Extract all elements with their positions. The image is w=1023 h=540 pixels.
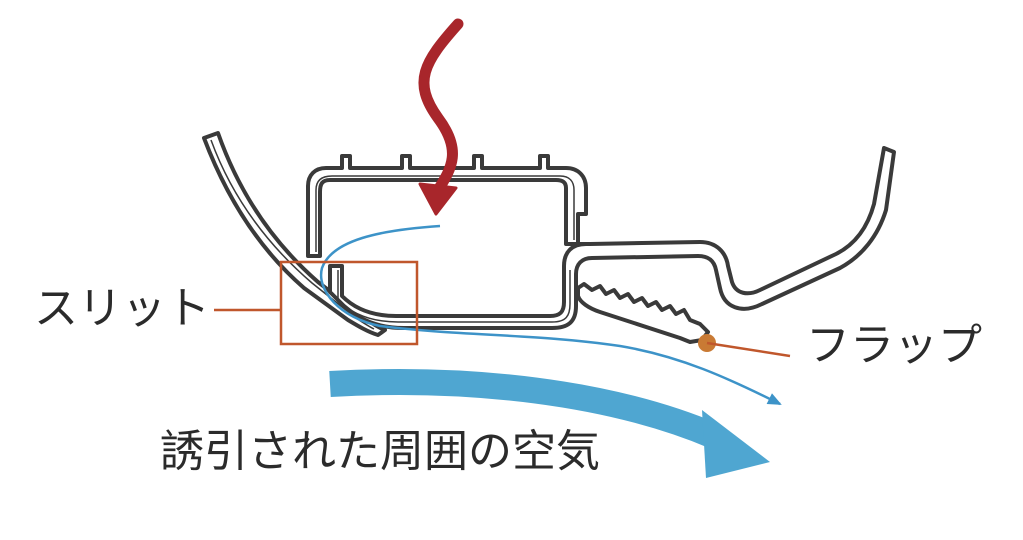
compressed-air-inlet-arrow [418,18,464,216]
flap-leader-line [706,341,791,358]
flap-callout [698,334,791,358]
left-guide-vane [202,131,387,337]
slit-callout [214,260,419,346]
induced-air-arrow [329,369,770,478]
flap-label: フラップ [806,320,982,371]
slit-label: スリット [34,283,210,334]
induced-air-label: 誘引された周囲の空気 [160,426,600,477]
slit-highlight-box [279,260,419,346]
flap-element [576,282,710,344]
